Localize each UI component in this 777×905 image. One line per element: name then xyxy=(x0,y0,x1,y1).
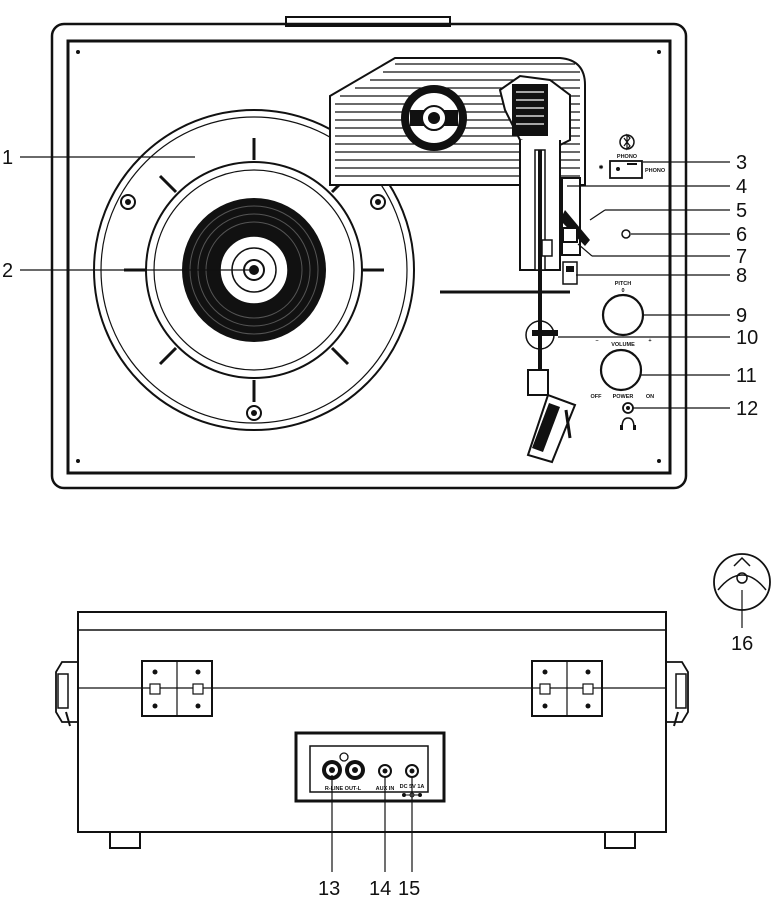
callout-12: 12 xyxy=(736,398,758,420)
top-view: PHONO ✱ PHONO PITCH 0 – VOLUME + OFF POW… xyxy=(50,16,688,490)
callout-14: 14 xyxy=(369,878,391,900)
stylus-part: 16 xyxy=(713,553,771,655)
on-label: ON xyxy=(646,394,654,400)
callout-2: 2 xyxy=(2,260,13,282)
latch-left[interactable] xyxy=(55,661,78,727)
callout-8: 8 xyxy=(736,265,747,287)
volume-plus-label: + xyxy=(648,338,651,344)
callout-labels-top: 1 2 3 4 5 6 7 8 9 10 11 12 xyxy=(2,147,758,420)
rear-cabinet xyxy=(77,611,667,833)
pitch-knob[interactable] xyxy=(601,293,645,337)
rear-view: R-LINE OUT-L AUX IN DC 5V 1A xyxy=(55,611,689,849)
callout-15: 15 xyxy=(398,878,420,900)
phono-side-label: PHONO xyxy=(645,168,666,174)
callout-leaders-rear xyxy=(331,775,413,872)
corner-screw xyxy=(76,459,80,463)
volume-knob-group: OFF POWER ON xyxy=(591,348,654,400)
hinge-left xyxy=(141,660,213,717)
callout-leaders-top xyxy=(20,156,730,409)
rear-connector-panel: R-LINE OUT-L AUX IN DC 5V 1A xyxy=(294,731,446,803)
callout-10: 10 xyxy=(736,327,758,349)
corner-screw xyxy=(657,50,661,54)
auto-stop-switch[interactable] xyxy=(562,261,578,285)
spindle xyxy=(249,265,259,275)
volume-minus-label: – xyxy=(595,338,598,344)
callout-7: 7 xyxy=(736,246,747,268)
power-label: POWER xyxy=(613,394,634,400)
headphones-icon xyxy=(620,417,636,430)
callout-5: 5 xyxy=(736,200,747,222)
rca-out-label: R-LINE OUT-L xyxy=(325,786,362,792)
volume-power-knob[interactable] xyxy=(599,348,643,392)
bluetooth-small-icon: ✱ xyxy=(599,164,604,171)
ground-screw xyxy=(339,752,349,762)
off-label: OFF xyxy=(591,394,603,400)
callout-3: 3 xyxy=(736,152,747,174)
plinth-panel xyxy=(66,39,672,475)
phono-top-label: PHONO xyxy=(617,154,638,160)
callout-labels-rear: 13 14 15 xyxy=(318,878,420,900)
bluetooth-icon xyxy=(619,133,635,151)
mode-switch-area: PHONO ✱ PHONO xyxy=(599,133,666,179)
callout-13: 13 xyxy=(318,878,340,900)
volume-label: VOLUME xyxy=(611,342,635,348)
callout-16: 16 xyxy=(731,633,753,655)
latch-right[interactable] xyxy=(666,661,689,727)
finger-lift[interactable] xyxy=(564,409,572,439)
pitch-label: PITCH xyxy=(615,281,632,287)
rca-out-right[interactable] xyxy=(322,760,342,780)
corner-screw xyxy=(657,459,661,463)
callout-9: 9 xyxy=(736,305,747,327)
pitch-zero-label: 0 xyxy=(621,288,624,294)
callout-1: 1 xyxy=(2,147,13,169)
callout-11: 11 xyxy=(736,365,757,387)
callout-4: 4 xyxy=(736,176,747,198)
hinge-right xyxy=(531,660,603,717)
record-mat xyxy=(182,198,326,342)
foot-right xyxy=(604,831,636,849)
indicator-led xyxy=(621,229,631,239)
corner-screw xyxy=(76,50,80,54)
top-handle xyxy=(285,16,451,27)
bluetooth-phono-switch[interactable] xyxy=(609,160,643,179)
tonearm[interactable] xyxy=(498,74,590,464)
rca-out-left[interactable] xyxy=(345,760,365,780)
callout-6: 6 xyxy=(736,224,747,246)
foot-left xyxy=(109,831,141,849)
